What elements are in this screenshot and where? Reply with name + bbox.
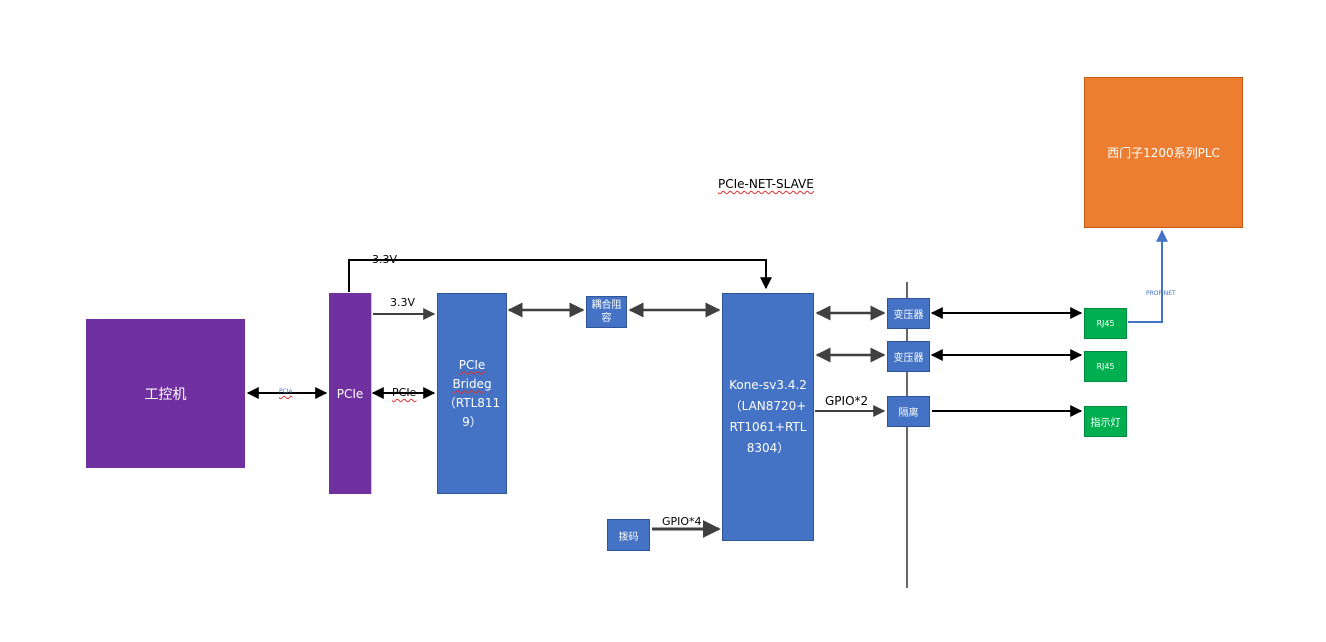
label-pcie-small: PCIe — [279, 388, 293, 395]
coupling-rc-block: 耦合阻 容 — [586, 296, 627, 328]
isolation-label: 隔离 — [898, 408, 919, 419]
plc-label: 西门子1200系列PLC — [1107, 146, 1220, 160]
main-module-block: Kone-sv3.4.2 （LAN8720+ RT1061+RTL 8304） — [722, 293, 814, 541]
pcie-bridge-block: PCIe Brideg （RTL811 9） — [437, 293, 507, 494]
rj45-2-label: RJ45 — [1096, 362, 1115, 371]
label-gpio2: GPIO*2 — [825, 394, 869, 408]
transformer-block-2: 变压器 — [887, 341, 930, 372]
siemens-plc-block: 西门子1200系列PLC — [1084, 77, 1243, 228]
diagram-title: PCIe-NET-SLAVE — [718, 177, 814, 191]
transformer-2-label: 变压器 — [893, 353, 924, 364]
coupling-label-line1: 耦合阻 — [591, 300, 622, 311]
rj45-port-1: RJ45 — [1084, 308, 1127, 339]
transformer-block-1: 变压器 — [887, 298, 930, 329]
transformer-1-label: 变压器 — [893, 310, 924, 321]
indicator-lamp-block: 指示灯 — [1084, 406, 1127, 437]
bridge-label-line2: Brideg — [452, 376, 492, 391]
industrial-pc-block: 工控机 — [86, 319, 245, 468]
main-label-line3: RT1061+RTL — [729, 420, 807, 434]
label-3v3-bridge: 3.3V — [390, 296, 416, 309]
main-label-line4: 8304） — [746, 441, 790, 455]
indicator-label: 指示灯 — [1090, 418, 1121, 429]
label-pcie-link: PCIe — [392, 386, 417, 399]
coupling-label-line2: 容 — [601, 313, 612, 324]
bridge-label-line3: （RTL811 — [443, 395, 501, 410]
label-3v3-top: 3.3V — [372, 253, 398, 266]
label-gpio4: GPIO*4 — [662, 515, 702, 528]
bridge-label-line4: 9） — [462, 414, 482, 429]
dip-switch-block: 拨码 — [607, 519, 650, 551]
main-label-line2: （LAN8720+ — [729, 399, 807, 413]
industrial-pc-label: 工控机 — [144, 386, 187, 403]
pcie-slot-block: PCIe — [329, 293, 372, 494]
bridge-label-line1: PCIe — [458, 357, 486, 372]
pcie-slot-label: PCIe — [336, 386, 364, 401]
rj45-1-label: RJ45 — [1096, 319, 1115, 328]
isolation-block: 隔离 — [887, 396, 930, 427]
main-label-line1: Kone-sv3.4.2 — [729, 378, 807, 392]
label-profinet: PROFINET — [1146, 290, 1176, 297]
profinet-link — [1128, 229, 1168, 323]
rj45-port-2: RJ45 — [1084, 351, 1127, 382]
power-3v3-route — [348, 259, 772, 292]
dip-label: 拨码 — [618, 531, 639, 543]
